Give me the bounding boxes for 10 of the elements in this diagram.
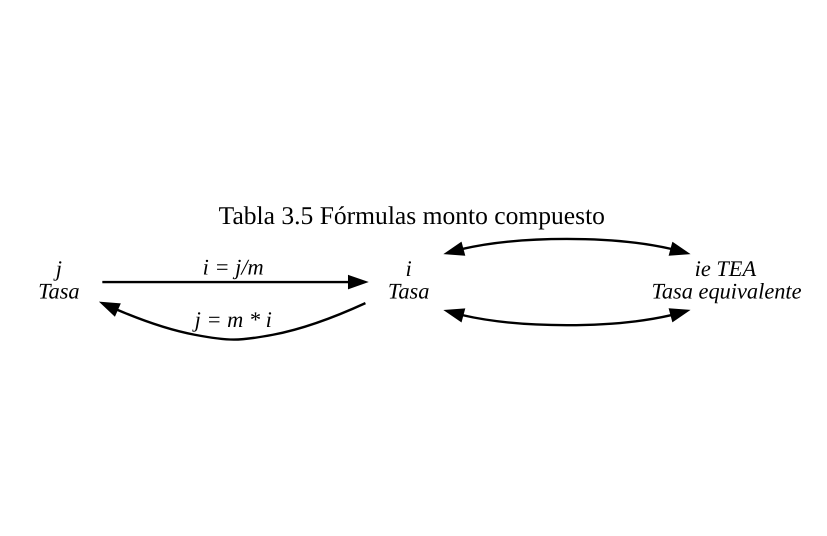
edge-label: j = m * i bbox=[194, 306, 272, 332]
node-text: ie TEA Tasa equivalente bbox=[651, 255, 802, 303]
arrow bbox=[443, 308, 691, 326]
arrow bbox=[443, 237, 691, 256]
diagram-title: Tabla 3.5 Fórmulas monto compuesto bbox=[218, 200, 605, 230]
node-text: i Tasa bbox=[388, 255, 430, 303]
arrow bbox=[102, 274, 369, 289]
node-text: j Tasa bbox=[38, 255, 80, 303]
edge-label: i = j/m bbox=[202, 254, 264, 279]
arrow bbox=[98, 301, 366, 340]
